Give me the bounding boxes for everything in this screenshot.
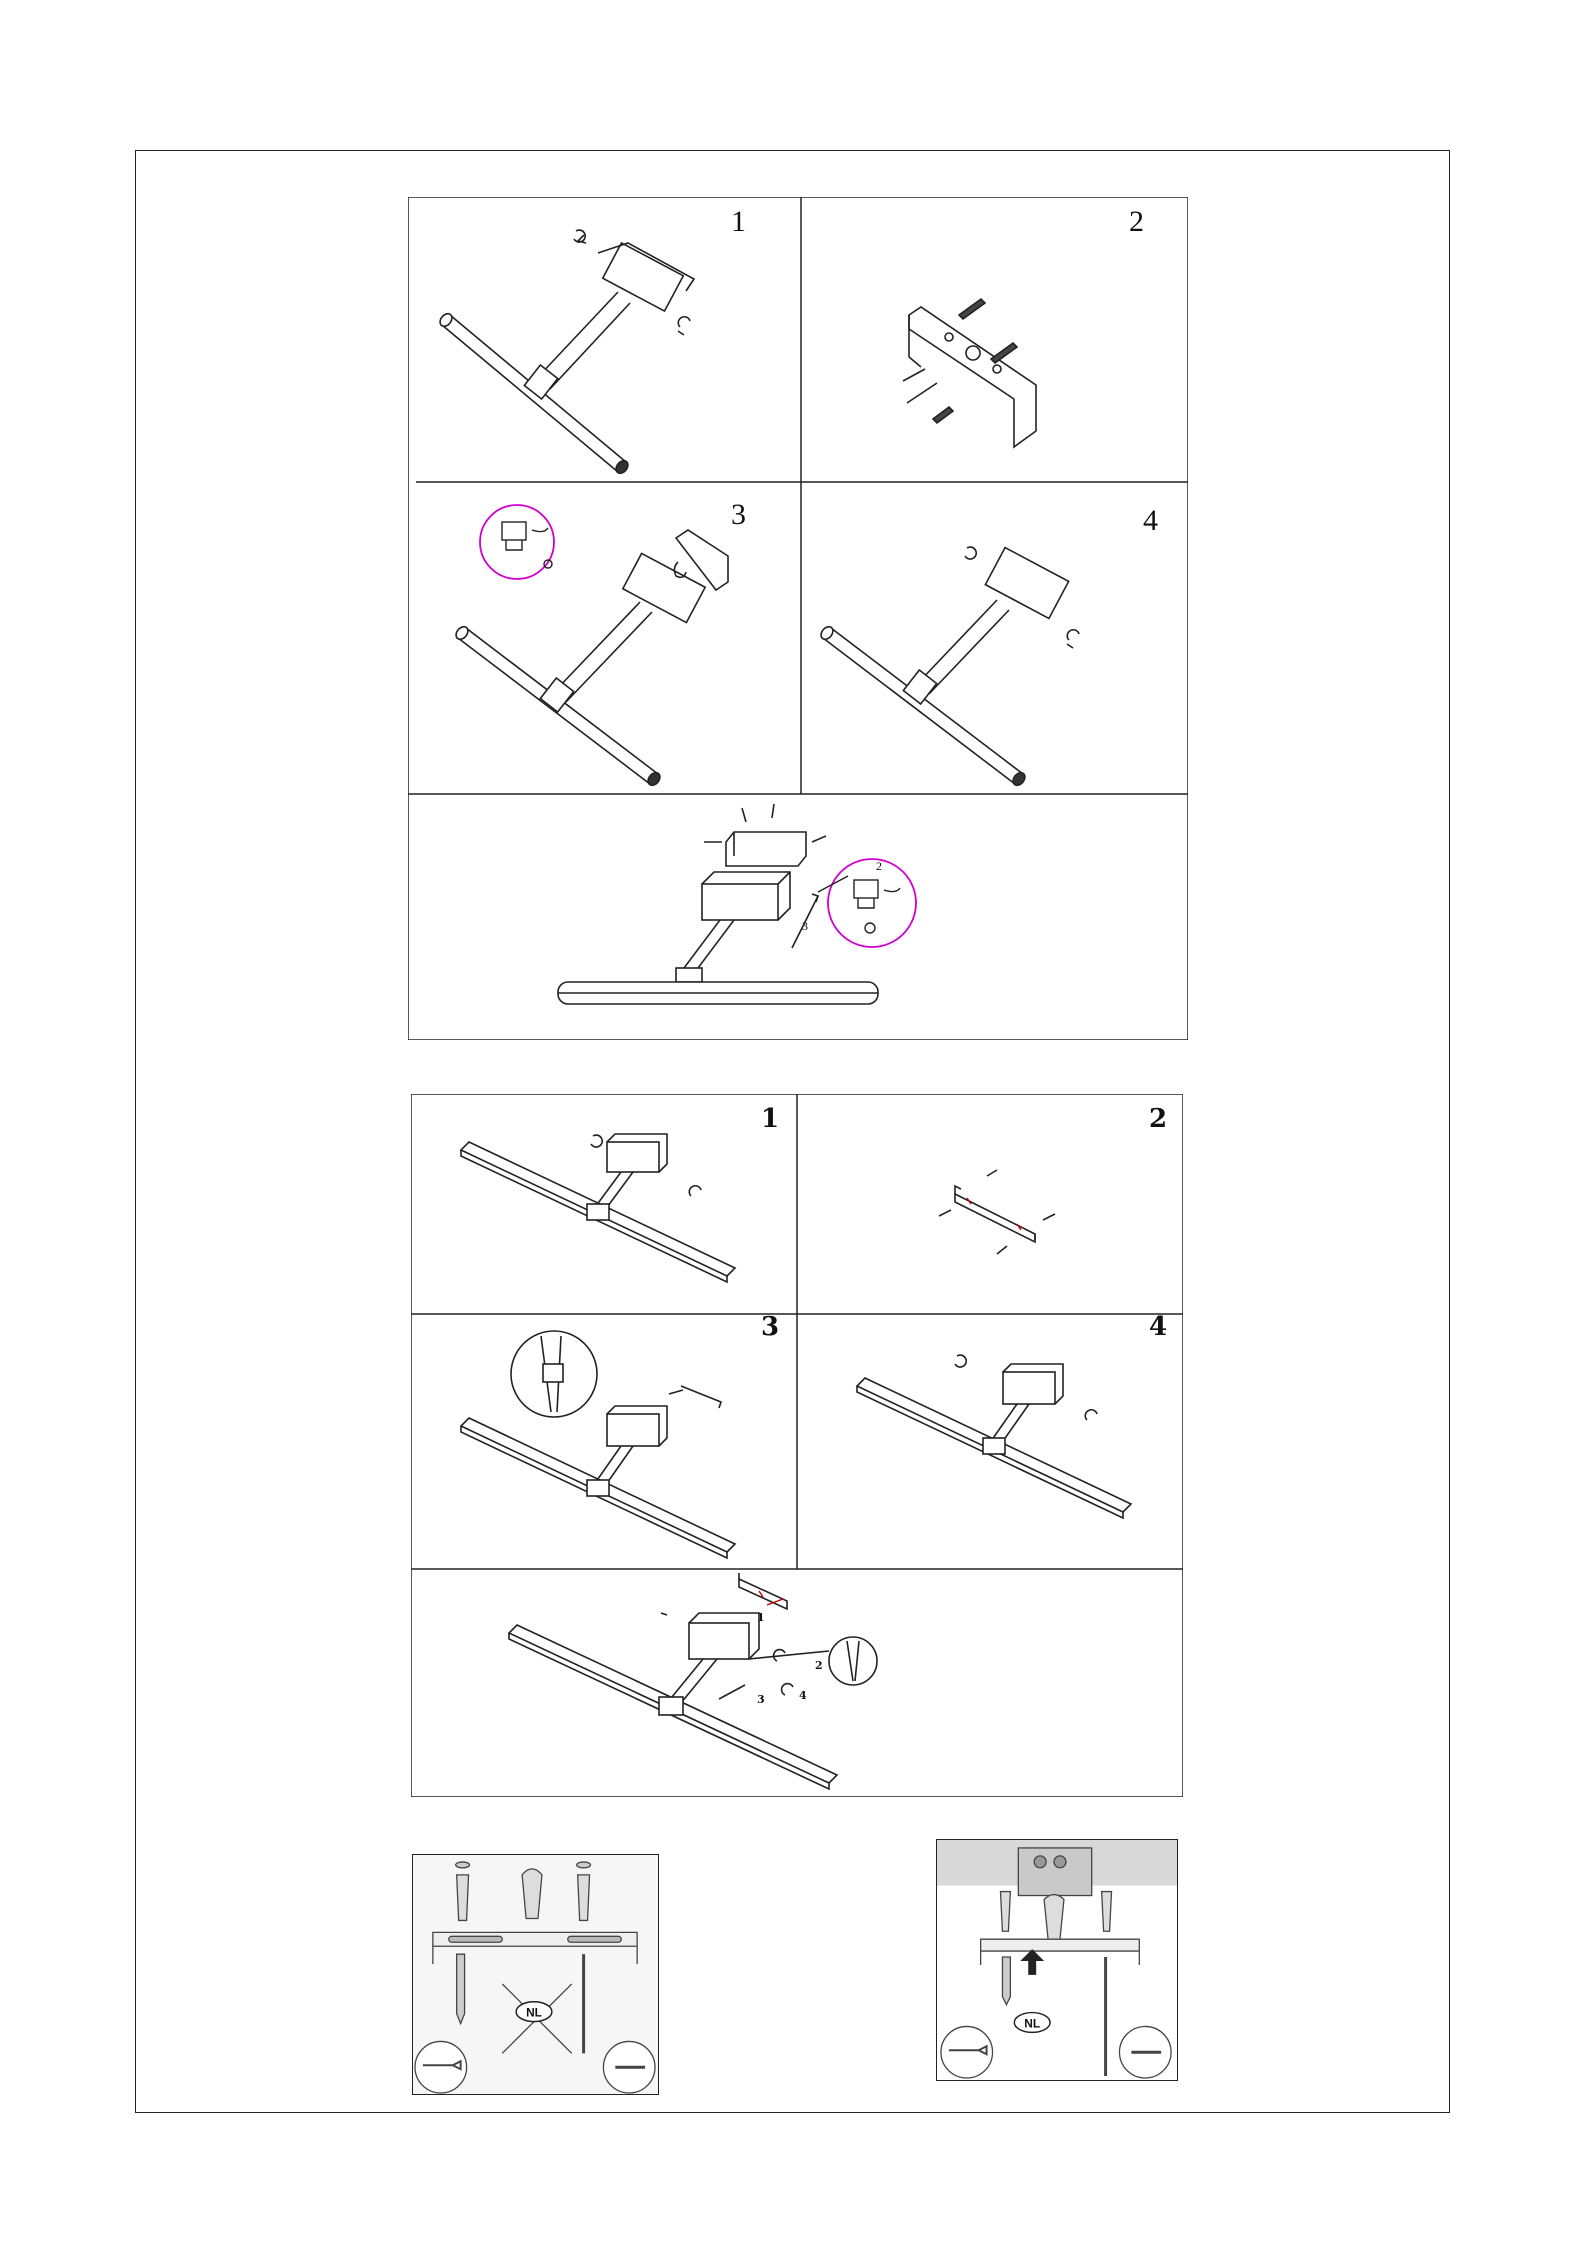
flat-lamp-mounted-illustration (857, 1355, 1131, 1518)
set-b-step-1: 1 (411, 1094, 797, 1314)
set-a-step-1: 1 (408, 197, 801, 482)
page-frame: 1 2 (135, 150, 1450, 2113)
set-b-step-number: 3 (761, 1314, 779, 1340)
callout-number: 3 (757, 1693, 765, 1706)
set-a-grid: 1 2 (408, 197, 1188, 1040)
callout-number: 1 (757, 1611, 765, 1624)
set-b-step-4: 4 (797, 1314, 1183, 1569)
flat-lamp-illustration (461, 1134, 735, 1282)
set-a-step-4: 4 (801, 482, 1188, 794)
set-a-step-number: 3 (731, 500, 746, 530)
set-a-step-number: 2 (1129, 207, 1144, 237)
set-a-step-number: 1 (731, 207, 746, 237)
set-b-step-number: 2 (1149, 1106, 1167, 1132)
set-b-final-step: 1 2 3 4 (411, 1569, 1183, 1797)
callout-number: 2 (815, 1659, 823, 1672)
region-badge-text: NL (1024, 2016, 1040, 2030)
set-a-step-2: 2 (801, 197, 1188, 482)
highlight-circle (480, 505, 554, 579)
callout-number: 2 (876, 859, 882, 873)
up-arrow-icon (1020, 1949, 1044, 1975)
flat-exploded-assembly-illustration (509, 1573, 877, 1789)
wall-bracket-illustration (903, 299, 1036, 447)
set-b-step-2: 2 (797, 1094, 1183, 1314)
flat-bracket-illustration (939, 1170, 1055, 1254)
lamp-wiring-illustration (454, 530, 728, 788)
set-a-step-number: 4 (1143, 506, 1158, 536)
hardware-panel-left: NL (412, 1854, 659, 2095)
region-badge-text: NL (526, 2006, 542, 2020)
callout-number: 4 (799, 1689, 807, 1702)
set-b-step-3: 3 (411, 1314, 797, 1569)
flat-lamp-wiring-illustration (461, 1331, 735, 1558)
set-b-grid: 1 2 (411, 1094, 1183, 1797)
callout-number: 3 (802, 919, 808, 933)
lamp-mounted-illustration (819, 547, 1079, 788)
lamp-assembled-illustration (438, 230, 694, 476)
highlight-circle (828, 859, 916, 947)
hardware-panel-right: NL (936, 1839, 1178, 2081)
set-a-step-3: 3 (408, 482, 801, 794)
set-b-step-number: 4 (1149, 1314, 1167, 1340)
anchor-screw-illustration (415, 1862, 655, 2093)
exploded-assembly-illustration (558, 804, 878, 1004)
set-a-final-step: 2 3 (408, 794, 1188, 1040)
set-b-step-number: 1 (761, 1106, 779, 1132)
